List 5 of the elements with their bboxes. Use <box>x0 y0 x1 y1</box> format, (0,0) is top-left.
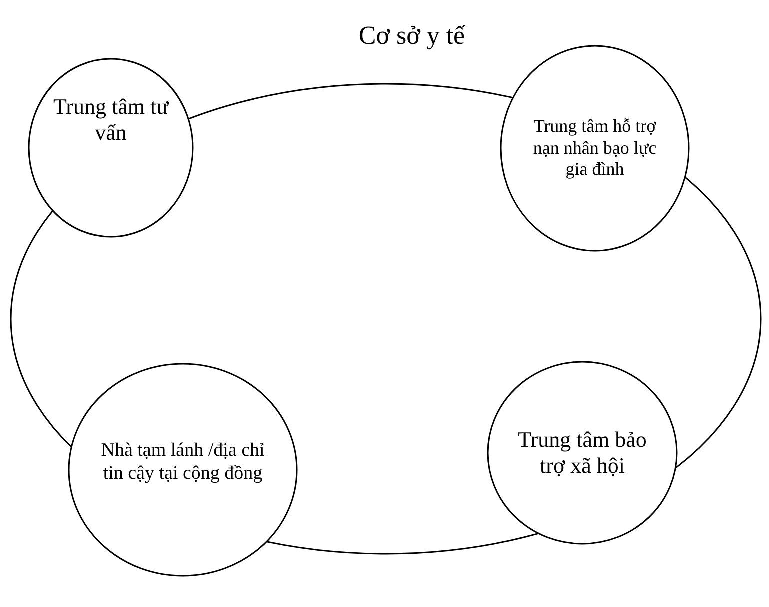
group-title: Cơ sở y tế <box>358 21 466 50</box>
ellipse-label: Trung tâm bảo trợ xã hội <box>518 426 648 480</box>
ellipse-label: Nhà tạm lánh /địa chỉ tin cậy tại cộng đồng <box>100 440 266 486</box>
ellipse-label: Trung tâm tư vấn <box>52 94 170 147</box>
ellipse-label: Trung tâm hỗ trợ nạn nhân bạo lực gia đình <box>532 116 658 181</box>
